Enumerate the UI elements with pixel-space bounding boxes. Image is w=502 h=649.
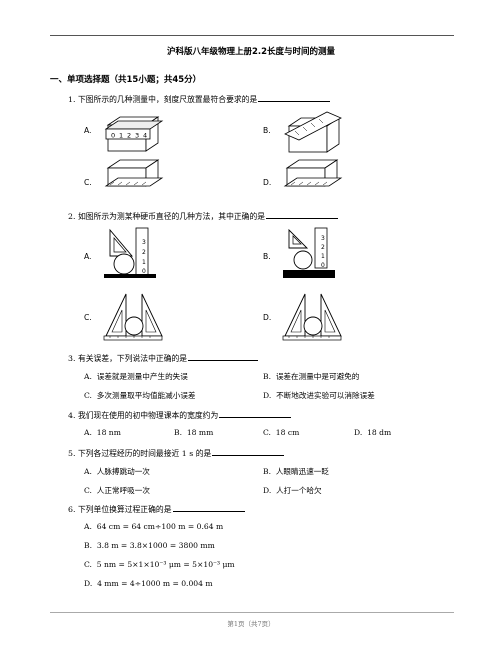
figure-2a-coin-measure: 3 2 1 0 xyxy=(104,227,156,278)
option-6d: D. 4 mm = 4÷1000 m = 0.004 m xyxy=(84,579,213,588)
ruler-digit: 2 xyxy=(142,249,146,256)
header-rule xyxy=(50,35,454,36)
option-3d: D. 不断地改进实验可以消除误差 xyxy=(263,391,375,400)
figure-1c-ruler-bottom xyxy=(104,159,164,187)
question-number: 6. xyxy=(68,505,76,514)
question-text: 下图所示的几种测量中，刻度尺放置最符合要求的是 xyxy=(77,95,258,104)
answer-blank xyxy=(266,210,339,219)
figure-2b-coin-measure: 3 2 1 0 xyxy=(283,227,335,278)
option-label: B. xyxy=(263,126,271,135)
ruler-digit: 0 xyxy=(142,268,146,275)
option-3b: B. 误差在测量中是可避免的 xyxy=(263,372,360,381)
figure-2c-two-triangles xyxy=(103,293,163,341)
option-3c: C. 多次测量取平均值能减小误差 xyxy=(84,391,196,400)
option-label: D. xyxy=(263,178,272,187)
figure-1a-ruler-block: 0 1 2 3 4 xyxy=(104,116,164,152)
question-text: 我们现在使用的初中物理课本的宽度约为 xyxy=(77,411,219,420)
option-4b: B. 18 mm xyxy=(174,428,214,437)
option-5d: D. 人打一个哈欠 xyxy=(263,486,322,495)
question-number: 4. xyxy=(68,411,76,420)
option-label: B. xyxy=(263,252,271,261)
ruler-digit: 3 xyxy=(321,235,325,242)
question-text: 如图所示为测某种硬币直径的几种方法，其中正确的是 xyxy=(77,212,266,221)
answer-blank xyxy=(212,447,285,456)
question-number: 5. xyxy=(68,449,76,458)
figure-1b-tilted-ruler xyxy=(284,111,342,153)
question-5: 5. 下列各过程经历的时间最接近 1 s 的是 xyxy=(68,447,285,459)
question-number: 3. xyxy=(68,354,76,363)
option-6a: A. 64 cm = 64 cm÷100 m = 0.64 m xyxy=(84,522,224,531)
answer-blank xyxy=(188,352,259,361)
figure-2d-two-triangles xyxy=(282,293,342,341)
answer-blank xyxy=(219,409,292,418)
option-label: C. xyxy=(84,313,92,322)
question-4: 4. 我们现在使用的初中物理课本的宽度约为 xyxy=(68,409,292,421)
option-label: C. xyxy=(84,178,92,187)
question-text: 下列单位换算过程正确的是 xyxy=(77,505,172,514)
ruler-digit: 4 xyxy=(143,132,147,140)
page-title: 沪科版八年级物理上册2.2长度与时间的测量 xyxy=(166,47,336,57)
figure-1d-ruler-bottom xyxy=(283,159,343,187)
ruler-digit: 2 xyxy=(321,244,325,251)
option-4d: D. 18 dm xyxy=(354,428,392,437)
option-4c: C. 18 cm xyxy=(263,428,300,437)
ruler-digit: 0 xyxy=(321,262,325,269)
ruler-digit: 1 xyxy=(119,132,123,140)
page-footer: 第1页（共7页） xyxy=(227,620,275,628)
ruler-digit: 3 xyxy=(135,132,139,140)
option-5b: B. 人眼睛迅速一眨 xyxy=(263,467,329,476)
option-6b: B. 3.8 m = 3.8×1000 = 3800 mm xyxy=(84,541,215,550)
option-5c: C. 人正常呼吸一次 xyxy=(84,486,150,495)
question-number: 1. xyxy=(68,95,76,104)
option-label: A. xyxy=(84,126,92,135)
option-3a: A. 误差就是测量中产生的失误 xyxy=(84,372,188,381)
question-3: 3. 有关误差，下列说法中正确的是 xyxy=(68,352,259,364)
option-label: D. xyxy=(263,313,272,322)
question-number: 2. xyxy=(68,212,76,221)
question-text: 下列各过程经历的时间最接近 1 s 的是 xyxy=(77,449,212,458)
option-label: A. xyxy=(84,252,92,261)
ruler-digit: 3 xyxy=(142,239,146,246)
section-heading: 一、单项选择题（共15小题；共45分） xyxy=(50,75,202,85)
option-4a: A. 18 nm xyxy=(84,428,121,437)
option-6c: C. 5 nm = 5×1×10⁻³ μm = 5×10⁻³ μm xyxy=(84,560,235,569)
option-5a: A. 人脉搏跳动一次 xyxy=(84,467,150,476)
ruler-digit: 1 xyxy=(321,253,325,260)
ruler-digit: 1 xyxy=(142,259,146,266)
answer-blank xyxy=(258,93,331,102)
ruler-digit: 2 xyxy=(127,132,131,140)
question-6: 6. 下列单位换算过程正确的是 xyxy=(68,503,245,515)
ruler-digit: 0 xyxy=(111,132,115,140)
footer-rule xyxy=(50,612,454,613)
answer-blank xyxy=(172,503,245,512)
question-1: 1. 下图所示的几种测量中，刻度尺放置最符合要求的是 xyxy=(68,93,331,105)
question-text: 有关误差，下列说法中正确的是 xyxy=(77,354,188,363)
question-2: 2. 如图所示为测某种硬币直径的几种方法，其中正确的是 xyxy=(68,210,339,222)
